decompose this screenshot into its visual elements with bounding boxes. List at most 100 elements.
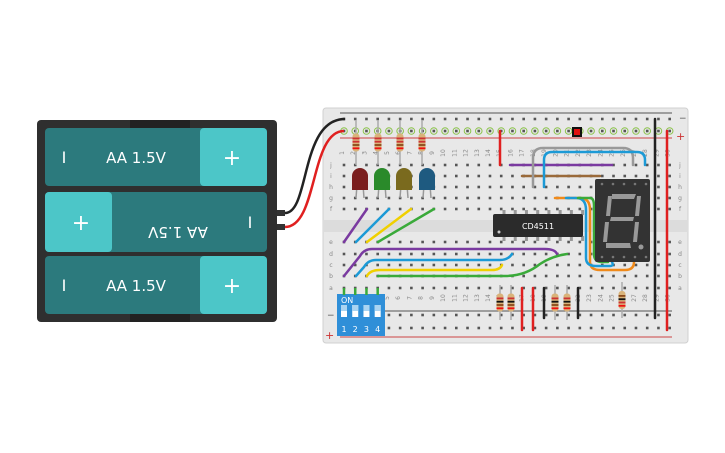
rail-hole (567, 326, 570, 330)
wire-blue-seg[interactable] (564, 196, 614, 268)
rail-minus-label: − (679, 114, 687, 124)
hole (398, 286, 402, 290)
led[interactable] (352, 168, 368, 199)
hole (499, 252, 503, 256)
hole (477, 185, 481, 189)
dip-switch-number: 4 (375, 325, 380, 334)
resistor[interactable] (618, 282, 626, 318)
rail-hole (443, 129, 447, 133)
rail-hole-active (632, 127, 640, 135)
hole (668, 286, 671, 290)
led[interactable] (396, 168, 412, 199)
hole (421, 252, 424, 256)
hole (499, 174, 503, 178)
plus-terminal-label: + (223, 274, 241, 299)
dip-toggle-3[interactable] (363, 305, 370, 317)
wire-green-diag[interactable] (376, 207, 436, 244)
hole (533, 240, 537, 244)
hole (657, 252, 660, 256)
hole (612, 174, 615, 178)
hole (376, 196, 379, 200)
hole (421, 207, 424, 211)
battery-pack[interactable]: AA 1.5V + I AA 1.5V + I AA 1.5V + I (37, 120, 285, 322)
rail-hole (398, 117, 402, 121)
row-letter: d (678, 251, 682, 258)
seven-segment-display[interactable]: 8. (0, 0, 650, 262)
wire-gray[interactable] (531, 146, 635, 189)
resistor[interactable] (496, 285, 504, 320)
rail-hole (645, 313, 649, 317)
dip-switch-number: 3 (364, 325, 369, 334)
rail-hole (387, 313, 391, 317)
wire-blue[interactable] (542, 150, 647, 189)
cd4511-chip[interactable]: CD4511 (493, 210, 585, 241)
resistor[interactable] (563, 285, 571, 320)
battery-cell-1: AA 1.5V + I (45, 128, 267, 186)
hole (645, 174, 649, 178)
hole (477, 163, 481, 167)
rail-hole-active (587, 127, 595, 135)
hole (410, 252, 413, 256)
hole (556, 185, 559, 189)
hole (421, 240, 424, 244)
chip-pin (513, 236, 517, 241)
hole (567, 274, 570, 278)
rail-hole (533, 326, 537, 330)
hole (668, 263, 671, 267)
dip-toggle-2[interactable] (352, 305, 359, 317)
rail-hole (589, 326, 593, 330)
resistor[interactable] (374, 120, 382, 165)
led[interactable] (419, 168, 435, 199)
hole (657, 185, 660, 189)
rail-hole (668, 326, 671, 330)
hole (657, 286, 660, 290)
column-number: 14 (485, 149, 492, 157)
rail-hole (410, 326, 413, 330)
wire-purple-diag[interactable] (342, 207, 369, 244)
resistor[interactable] (418, 120, 426, 165)
wire-green-low[interactable] (376, 252, 569, 278)
hole (623, 163, 627, 167)
dip-toggle-4[interactable] (374, 305, 381, 317)
resistor[interactable] (507, 285, 515, 320)
rail-hole (623, 117, 627, 121)
wire-purple-low[interactable] (342, 247, 559, 278)
column-number: 3 (361, 151, 368, 155)
wire-red-battery[interactable] (284, 129, 345, 229)
resistor[interactable] (551, 285, 559, 320)
rail-hole-active (463, 127, 472, 135)
rail-hole (488, 129, 492, 133)
wire-blue-low[interactable] (354, 252, 514, 278)
rail-hole (432, 313, 436, 317)
wire-black-battery[interactable] (284, 117, 346, 215)
wire-blue-diag[interactable] (354, 207, 391, 244)
hole (634, 274, 638, 278)
resistor[interactable] (396, 120, 404, 165)
hole (567, 252, 570, 256)
wire-yellow-low[interactable] (365, 263, 504, 278)
chip-pin (524, 210, 528, 215)
rail-hole (421, 313, 424, 317)
wire-orange[interactable] (553, 196, 636, 272)
hole (634, 263, 638, 267)
hole (556, 240, 559, 244)
hole (533, 185, 537, 189)
hole (488, 163, 492, 167)
dip-toggle-1[interactable] (341, 305, 347, 317)
rail-hole (578, 326, 582, 330)
hole (668, 174, 671, 178)
hole (466, 196, 469, 200)
row-letter: e (678, 239, 682, 246)
row-letter: f (679, 206, 682, 213)
column-number: 13 (474, 294, 481, 302)
wire-yellow-diag[interactable] (365, 207, 413, 244)
rail-hole-active (531, 127, 539, 135)
hole (578, 185, 582, 189)
hole (443, 252, 447, 256)
rail-hole-active (385, 127, 393, 135)
led[interactable] (374, 168, 390, 199)
resistor[interactable] (352, 120, 360, 165)
column-number: 6 (395, 151, 402, 155)
hole (668, 274, 671, 278)
